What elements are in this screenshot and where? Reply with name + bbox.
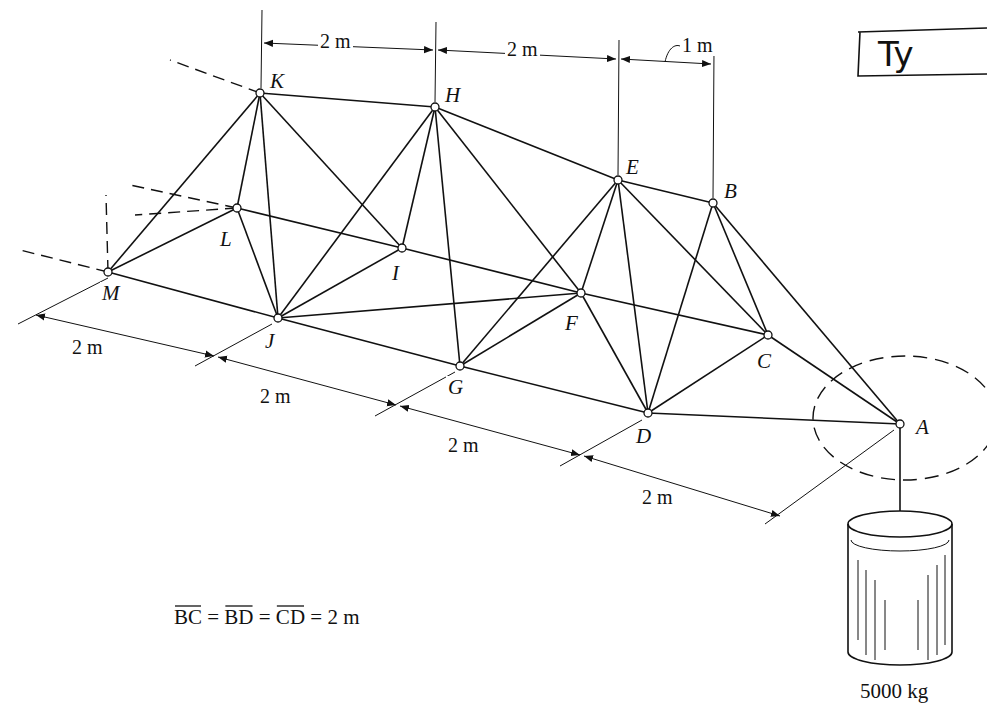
- dimension-label: 2 m: [640, 486, 675, 508]
- member-length-note: BC = BD = CD = 2 m: [172, 606, 361, 629]
- joint-label: E: [624, 156, 641, 179]
- joint-label: K: [268, 70, 286, 93]
- dimension-label: 2 m: [258, 385, 293, 407]
- joint-label: D: [634, 425, 653, 448]
- handwritten-note: Ty: [876, 36, 916, 73]
- joint-label: M: [100, 282, 122, 305]
- truss-joints: [104, 89, 904, 428]
- joint-label: C: [755, 350, 773, 373]
- truss-members: [108, 93, 900, 424]
- dimension-label: 2 m: [70, 336, 105, 358]
- joint-label: G: [446, 376, 465, 399]
- dimension-label: 2 m: [318, 30, 353, 52]
- dimension-label: 2 m: [505, 38, 540, 60]
- joint-label: A: [914, 416, 931, 439]
- joint-label: F: [563, 312, 580, 335]
- joint-label: J: [263, 330, 276, 353]
- note-box: [858, 28, 987, 76]
- joint-label: H: [443, 84, 462, 107]
- joint-label: B: [722, 180, 739, 203]
- joint-label: L: [218, 228, 234, 251]
- continuation-lines: [20, 60, 987, 480]
- dimension-label: 1 m: [680, 34, 715, 56]
- dimension-label: 2 m: [446, 434, 481, 456]
- joint-label: I: [390, 262, 401, 285]
- dimension-lines: [18, 10, 894, 524]
- weight-cylinder: [848, 428, 952, 665]
- mass-label: 5000 kg: [858, 680, 930, 703]
